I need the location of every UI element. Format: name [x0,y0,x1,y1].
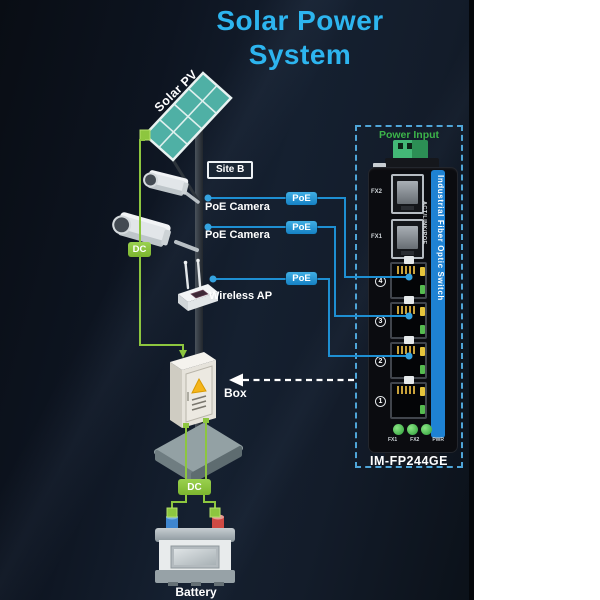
rj45-port-2 [390,336,427,379]
site-b-label: Site B [207,161,254,179]
act-link-poe-label: ACT/LINK/POE [421,201,427,245]
poe-badge-camera1: PoE [286,192,317,205]
port-led-yellow [420,307,425,316]
page-title: Solar Power System [152,4,448,72]
box-label: Box [224,386,247,400]
port-led-yellow [420,347,425,356]
dashed-arrow [229,373,357,387]
pole-base-plate [154,423,243,483]
poe-badge-camera2: PoE [286,221,317,234]
fx2-label: FX2 [371,189,383,195]
rj45-port-3 [390,296,427,339]
poe-camera-1-label: PoE Camera [205,201,270,213]
diagram-background: Power Input Industrial Fiber Optic Switc… [0,0,474,600]
status-led-fx2 [407,424,418,435]
poe-badge-ap: PoE [286,272,317,285]
port-led-yellow [420,267,425,276]
mounting-tab-top [385,158,439,169]
led-label-fx1: FX1 [388,437,398,443]
title-line-2: System [248,39,352,70]
port-number-3: 3 [375,316,386,327]
poe-camera-1-illustration [143,170,200,204]
port-number-2: 2 [375,356,386,367]
sfp-port-fx1 [391,219,424,259]
port-led-yellow [420,387,425,396]
rj45-port-1 [390,376,427,419]
led-label-fx2: FX2 [410,437,420,443]
status-led-fx1 [393,424,404,435]
port-led-green [420,285,425,294]
dc-wiring [139,129,221,518]
battery-illustration [155,514,235,586]
status-led-labels: FX1 FX2 PWR [388,437,444,443]
fx1-label: FX1 [371,234,383,240]
solar-panel-illustration [143,71,233,162]
dc-badge-top: DC [128,242,151,257]
battery-label: Battery [175,585,217,599]
switch-dashed-outline: Power Input Industrial Fiber Optic Switc… [355,125,463,468]
dc-badge-bottom: DC [178,479,211,495]
led-label-pwr: PWR [432,437,444,443]
diagram-artwork [112,71,357,586]
sfp-port-fx2 [391,174,424,214]
port-led-green [420,405,425,414]
switch-side-strip-label: Industrial Fiber Optic Switch [431,170,445,438]
rj45-port-4 [390,256,427,299]
poe-camera-2-illustration [112,212,199,252]
terminal-slot [407,143,412,149]
status-led-row [393,424,439,435]
port-led-green [420,325,425,334]
poe-camera-2-label: PoE Camera [205,229,270,241]
port-number-4: 4 [375,276,386,287]
port-led-green [420,365,425,374]
status-led-pwr [421,424,432,435]
mounting-tab-bottom [385,450,439,460]
switch-model-label: IM-FP244GE [370,454,448,468]
electrical-box-illustration [170,352,216,428]
title-line-1: Solar Power [216,5,384,36]
terminal-slot [398,143,403,149]
power-input-label: Power Input [378,129,440,141]
port-number-1: 1 [375,396,386,407]
wireless-ap-label: Wireless AP [209,290,273,302]
